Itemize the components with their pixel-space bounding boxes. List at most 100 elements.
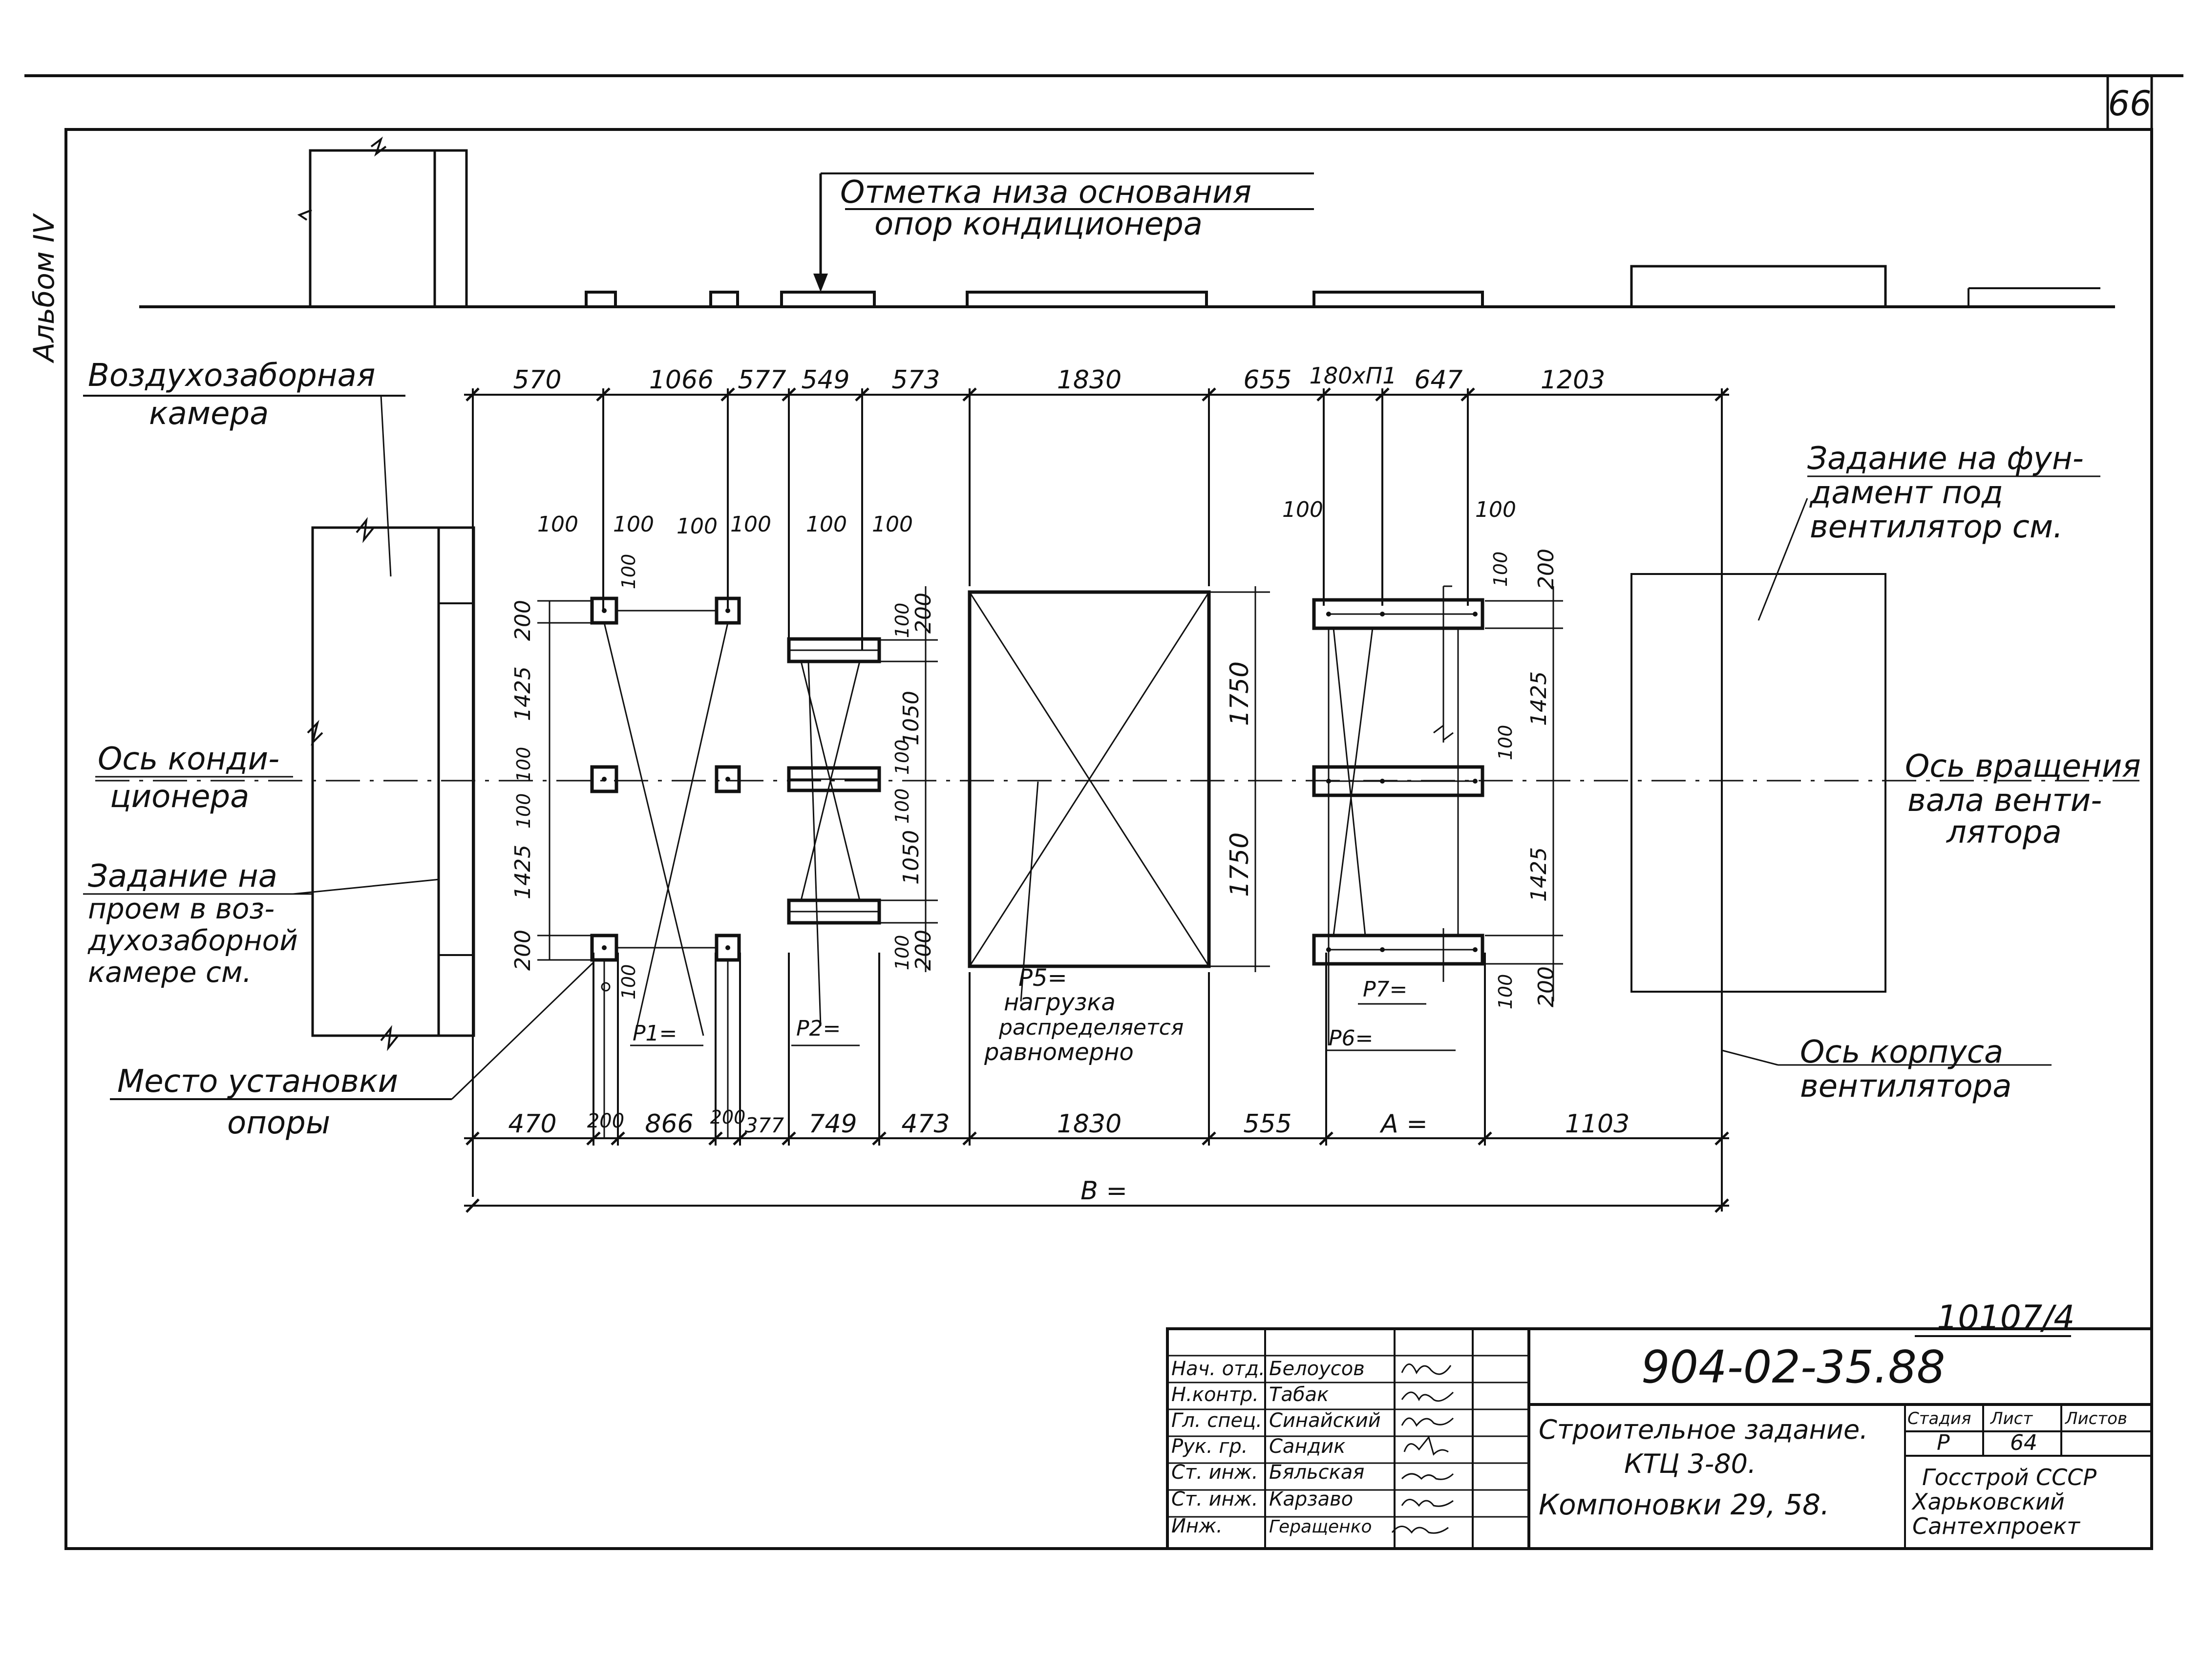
- dim-bottom-3: 866: [645, 1109, 693, 1139]
- title-block: Нач. отд. Н.контр. Гл. спец. Рук. гр. Ст…: [1166, 1327, 2153, 1550]
- rotation-axis-label-1: Ось вращения: [1905, 748, 2141, 785]
- role-1: Нач. отд.: [1171, 1358, 1265, 1380]
- central-unit: 1750 1750 P5= нагрузка распределяется ра…: [968, 586, 1270, 1066]
- dim-100-s: 100: [1495, 974, 1516, 1010]
- p5-line-2: нагрузка: [1004, 989, 1116, 1016]
- dim-100-j: 100: [872, 512, 913, 537]
- title-line-3: Компоновки 29, 58.: [1539, 1488, 1830, 1521]
- dim-100-a: 100: [537, 512, 578, 537]
- dim-top-8: 180хП1: [1310, 362, 1397, 389]
- dim-1750-a: 1750: [1225, 661, 1254, 726]
- dim-100-o: 100: [1282, 497, 1323, 522]
- dim-1050-b: 1050: [899, 830, 924, 885]
- dim-100-l: 100: [891, 740, 913, 775]
- dim-100-i: 100: [806, 512, 847, 537]
- fan-elevation: [1630, 265, 1887, 308]
- dim-100-n: 100: [891, 935, 913, 971]
- sheet-number-box: [2106, 74, 2153, 131]
- p5-line-3: распределяется: [998, 1015, 1184, 1040]
- role-5: Ст. инж.: [1171, 1461, 1258, 1484]
- dim-top-5: 573: [891, 365, 940, 395]
- dim-bottom-11: 1103: [1565, 1109, 1630, 1139]
- name-7: Геращенко: [1269, 1517, 1372, 1537]
- dim-bottom-10: A =: [1379, 1109, 1428, 1139]
- foundation-task-label-2: дамент под: [1809, 475, 2003, 511]
- dim-200-d: 200: [911, 930, 936, 971]
- air-intake-label-2: камера: [149, 396, 269, 432]
- dim-1425-a: 1425: [510, 666, 535, 721]
- role-2: Н.контр.: [1171, 1383, 1259, 1406]
- dim-bottom-5: 377: [745, 1113, 784, 1137]
- name-6: Карзаво: [1269, 1488, 1353, 1510]
- signatures: [1391, 1363, 1454, 1534]
- dim-100-b: 100: [613, 512, 654, 537]
- p5-line-1: P5=: [1018, 964, 1067, 992]
- drawing-frame: [64, 128, 2153, 1550]
- elevation-note-line-2: опор кондиционера: [874, 206, 1203, 242]
- dim-bottom-2: 200: [587, 1110, 624, 1132]
- dim-top-3: 577: [738, 365, 786, 395]
- opening-task-label-4: камере см.: [88, 956, 252, 989]
- dim-bottom-9: 555: [1243, 1109, 1291, 1139]
- conditioner-axis-label-1: Ось конди-: [98, 741, 279, 777]
- name-2: Табак: [1269, 1383, 1329, 1406]
- dim-100-r: 100: [1495, 725, 1516, 761]
- opening-task-label-2: проем в воз-: [88, 892, 275, 925]
- fan-supports: 100 100 100 200 1425 100 1425 100 200 P7…: [1282, 497, 1563, 1051]
- p2-label: P2=: [796, 1016, 841, 1041]
- role-4: Рук. гр.: [1171, 1435, 1248, 1458]
- sheet-header: Лист: [1989, 1409, 2033, 1428]
- dim-100-f: 100: [513, 793, 534, 829]
- dim-top-7: 655: [1243, 365, 1291, 395]
- rotation-axis-label-2: вала венти-: [1907, 783, 2102, 819]
- support-group-1: 100 100 100 100 200 1425 100 100 1425 20…: [510, 512, 771, 1138]
- name-1: Белоусов: [1269, 1358, 1365, 1380]
- dim-1425-b: 1425: [510, 845, 535, 899]
- dim-1425-c: 1425: [1526, 671, 1551, 726]
- dim-top-6: 1830: [1057, 365, 1122, 395]
- dim-top-10: 1203: [1541, 365, 1605, 395]
- dim-200-e: 200: [1534, 549, 1559, 590]
- dim-200-f: 200: [1534, 966, 1559, 1007]
- foundation-task-label-3: вентилятор см.: [1810, 509, 2063, 545]
- intake-elevation: [309, 149, 468, 308]
- dim-1050-a: 1050: [899, 691, 924, 745]
- foundation-task-label-1: Задание на фун-: [1807, 441, 2084, 477]
- opening-task-label-3: духозаборной: [87, 924, 298, 957]
- support-place-label-2: опоры: [227, 1105, 330, 1141]
- dim-bottom-6: 749: [808, 1109, 857, 1139]
- support-elevation-5: [1312, 291, 1484, 307]
- dim-200-c: 200: [911, 593, 936, 634]
- sheet-value: 64: [2010, 1430, 2037, 1455]
- dim-100-k: 100: [891, 603, 913, 638]
- dim-bottom-7: 473: [901, 1109, 950, 1139]
- fan-body-axis-label-1: Ось корпуса: [1800, 1034, 2003, 1070]
- title-line-1: Строительное задание.: [1539, 1414, 1868, 1445]
- p6-label: P6=: [1329, 1026, 1373, 1051]
- fan-foundation-outline: [1630, 573, 1886, 993]
- overall-dim: B =: [1080, 1176, 1127, 1206]
- sheets-header: Листов: [2064, 1409, 2127, 1428]
- doc-ref: 10107/4: [1937, 1298, 2075, 1337]
- dim-100-h: 100: [618, 964, 639, 1000]
- name-4: Сандик: [1269, 1435, 1345, 1458]
- title-line-2: КТЦ 3-80.: [1624, 1448, 1756, 1479]
- dim-top-4: 549: [801, 365, 849, 395]
- p7-label: P7=: [1363, 977, 1407, 1002]
- elevation-note-line-1: Отметка низа основания: [840, 174, 1251, 211]
- dim-1750-b: 1750: [1225, 832, 1254, 897]
- dim-top-9: 647: [1414, 365, 1462, 395]
- dim-100-p: 100: [1475, 497, 1516, 522]
- support-elevation-3: [780, 291, 876, 307]
- dimension-chain-top: 570 1066 577 549 573 1830 655 180хП1 647…: [464, 362, 1729, 1212]
- dim-bottom-8: 1830: [1057, 1109, 1122, 1139]
- dim-100-e: 100: [513, 747, 534, 783]
- elevation-view: Отметка низа основания опор кондиционера: [139, 136, 2115, 308]
- opening-task-label-1: Задание на: [88, 858, 277, 894]
- support-elevation-4: [966, 291, 1208, 307]
- dim-100-q: 100: [1490, 552, 1511, 587]
- document-code: 904-02-35.88: [1641, 1341, 1945, 1393]
- intake-chamber-plan: [307, 517, 475, 1051]
- p1-label: P1=: [633, 1021, 677, 1046]
